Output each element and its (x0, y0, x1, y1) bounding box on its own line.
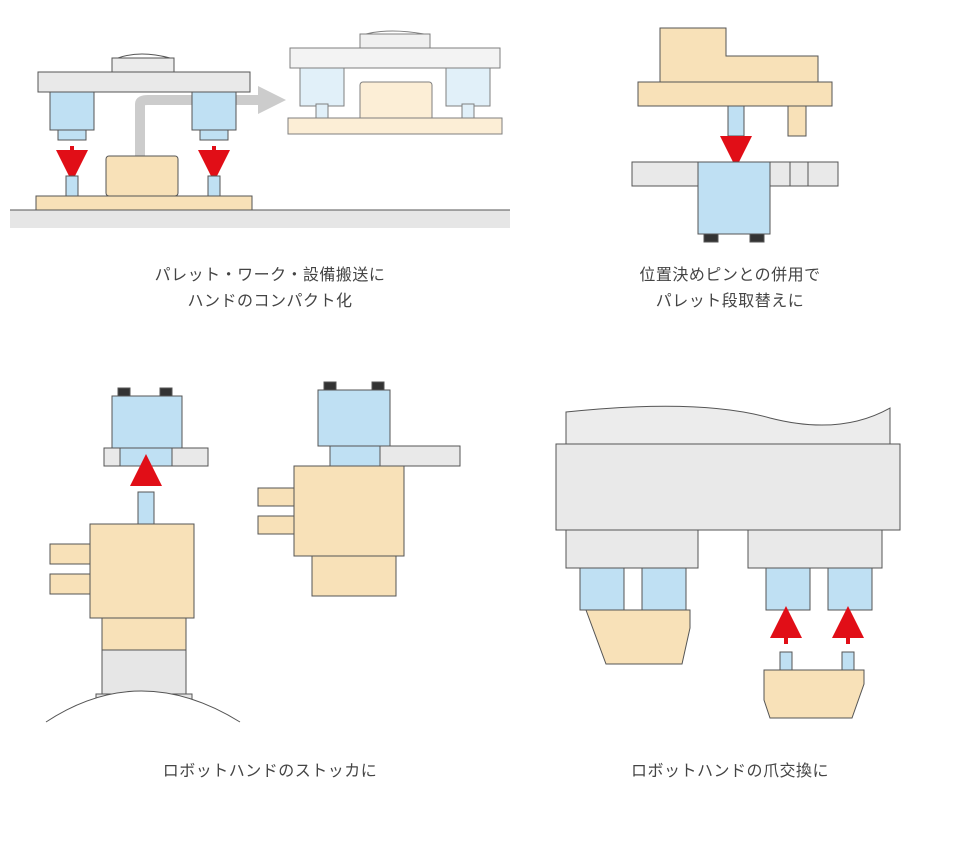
panel-pallet-transfer-illustration (10, 30, 510, 228)
transfer-route-arrowhead (258, 86, 286, 114)
work-block (105, 155, 179, 197)
clamp-body (697, 161, 771, 235)
upper-plate (637, 81, 833, 107)
claw-clamp-3 (765, 567, 811, 611)
caption-line: ロボットハンドの爪交換に (630, 761, 829, 780)
claw-clamp-4 (827, 567, 873, 611)
robot-hand-right (293, 465, 405, 557)
robot-body (555, 443, 901, 531)
hand-plate (37, 71, 251, 93)
caption-line: ハンドのコンパクト化 (187, 291, 353, 310)
robot-hand-left (89, 523, 195, 619)
caption-line: パレット段取替えに (655, 291, 805, 310)
panel-locating-pin-illustration (631, 27, 839, 243)
caption-line: パレット・ワーク・設備搬送に (154, 265, 386, 284)
pin-right (207, 175, 221, 197)
caption-line: ロボットハンドのストッカに (162, 761, 378, 780)
floor (10, 210, 510, 228)
transfer-route-arrow (135, 95, 262, 210)
robot-arm (565, 405, 891, 445)
panel-claw-exchange-illustration (555, 405, 901, 719)
clamp-left (49, 91, 95, 131)
caption-line: 位置決めピンとの併用で (639, 265, 821, 284)
hand-pin-left (137, 491, 155, 525)
stocker-clamp-right (317, 389, 391, 447)
caption-pallet-transfer: パレット・ワーク・設備搬送に ハンドのコンパクト化 (40, 262, 500, 314)
pin-left (65, 175, 79, 197)
caption-robot-stocker: ロボットハンドのストッカに (40, 758, 500, 784)
spare-claw (763, 669, 865, 719)
robot-arm-base (45, 690, 241, 723)
transferred-assembly (287, 30, 503, 135)
stocker-clamp-left (111, 395, 183, 449)
pallet (35, 195, 253, 211)
locating-pin (787, 105, 807, 137)
clamp-right (191, 91, 237, 131)
caption-locating-pin: 位置決めピンとの併用で パレット段取替えに (520, 262, 940, 314)
claw-clamp-1 (579, 567, 625, 611)
claw-clamp-2 (641, 567, 687, 611)
clamp-pin (727, 105, 745, 137)
attached-claw (585, 609, 691, 665)
upper-work (659, 27, 819, 83)
caption-claw-exchange: ロボットハンドの爪交換に (520, 758, 940, 784)
panel-robot-stocker-illustration (45, 381, 461, 723)
hand-top-block (111, 57, 175, 73)
